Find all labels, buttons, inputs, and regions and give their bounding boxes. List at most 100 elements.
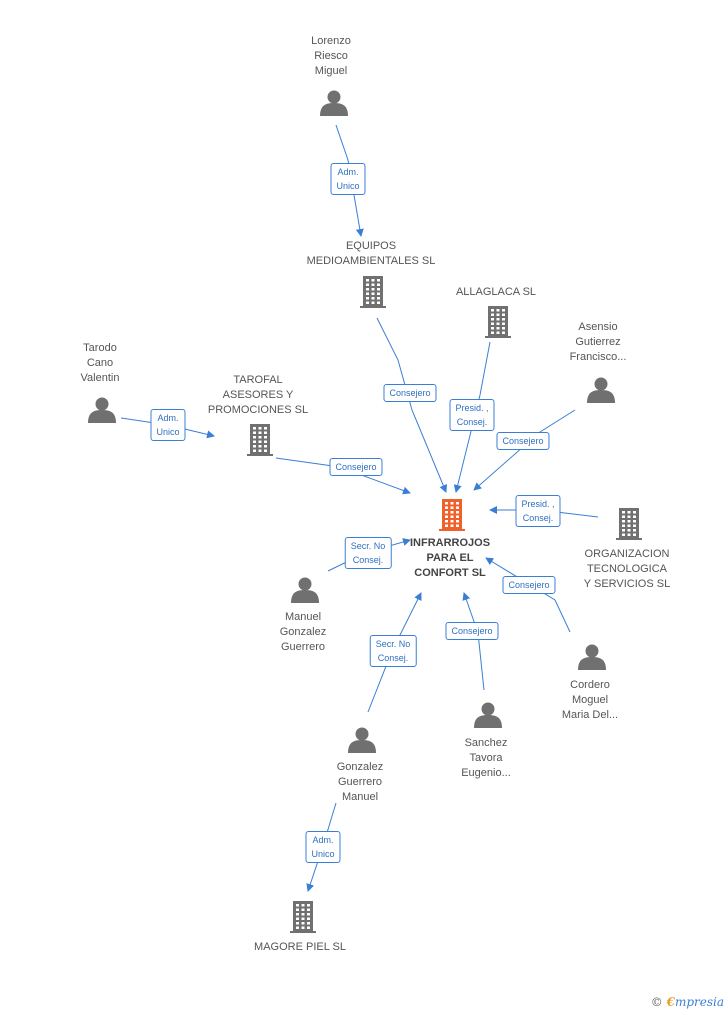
edge-label-line: Consej.: [352, 555, 384, 565]
node-label-tarofal[interactable]: TAROFAL ASESORES Y PROMOCIONES SL: [183, 373, 333, 418]
node-label-line: Asensio: [578, 321, 618, 333]
node-label-line: INFRARROJOS: [409, 537, 491, 549]
node-label-line: Maria Del...: [561, 709, 619, 721]
node-label-line: Y SERVICIOS SL: [583, 578, 671, 590]
node-label-organizacion[interactable]: ORGANIZACION TECNOLOGICA Y SERVICIOS SL: [552, 547, 702, 592]
edge-label-manuel-center[interactable]: Secr. No Consej.: [344, 537, 392, 569]
edge-label-tarodo-tarofal[interactable]: Adm. Unico: [150, 409, 186, 441]
edge-line-equipos-center: [376, 317, 448, 493]
node-icons: [88, 90, 642, 933]
node-label-line: Manuel: [284, 611, 322, 623]
building-icon[interactable]: [439, 499, 465, 531]
node-label-equipos[interactable]: EQUIPOS MEDIOAMBIENTALES SL: [296, 239, 446, 269]
building-icon[interactable]: [360, 276, 386, 308]
node-label-line: TAROFAL: [233, 374, 283, 386]
building-icon[interactable]: [485, 306, 511, 338]
node-label-line: Sanchez: [464, 737, 508, 749]
node-label-allaglaca[interactable]: ALLAGLACA SL: [421, 285, 571, 300]
edge-label-line: Adm.: [337, 167, 359, 177]
edge-label-line: Adm.: [312, 835, 334, 845]
edge-line-cordero-center: [485, 557, 571, 633]
node-label-line: MEDIOAMBIENTALES SL: [306, 255, 436, 267]
node-label-line: Valentin: [80, 372, 120, 384]
edge-label-line: Consejero: [389, 388, 431, 398]
person-icon[interactable]: [88, 397, 116, 424]
edge-label-line: Consejero: [451, 626, 493, 636]
edge-label-gonzalez-magore[interactable]: Adm. Unico: [305, 831, 341, 863]
node-label-line: Riesco: [314, 50, 348, 62]
person-icon[interactable]: [320, 90, 348, 117]
edge-label-line: Unico: [336, 181, 360, 191]
edge-label-lorenzo-equipos[interactable]: Adm. Unico: [330, 163, 366, 195]
node-label-line: Francisco...: [569, 351, 627, 363]
node-label-line: Gutierrez: [575, 336, 621, 348]
copyright-symbol: ©: [650, 995, 663, 1009]
person-icon[interactable]: [474, 702, 502, 729]
edge-label-asensio-center[interactable]: Consejero: [496, 432, 550, 450]
node-label-line: Guerrero: [280, 641, 326, 653]
edge-label-line: Consejero: [335, 462, 377, 472]
edge-label-line: Consejero: [508, 580, 550, 590]
node-label-line: Tarodo: [83, 342, 117, 354]
node-label-line: Tavora: [469, 752, 503, 764]
edge-label-line: Presid. ,: [455, 403, 489, 413]
node-label-magore[interactable]: MAGORE PIEL SL: [225, 940, 375, 955]
edge-label-cordero-center[interactable]: Consejero: [502, 576, 556, 594]
building-icon[interactable]: [616, 508, 642, 540]
edge-label-line: Secr. No: [350, 541, 386, 551]
node-label-line: ORGANIZACION: [584, 548, 670, 560]
node-label-line: Gonzalez: [279, 626, 327, 638]
edge-label-line: Presid. ,: [521, 499, 555, 509]
edge-label-organizacion-center[interactable]: Presid. , Consej.: [515, 495, 561, 527]
edge-label-equipos-center[interactable]: Consejero: [383, 384, 437, 402]
edge-label-tarofal-center[interactable]: Consejero: [329, 458, 383, 476]
edge-label-line: Consejero: [502, 436, 544, 446]
person-icon[interactable]: [291, 577, 319, 604]
edge-line-sanchez-center: [462, 592, 485, 691]
edge-label-line: Consej.: [522, 513, 554, 523]
footer-brand: © €mpresia: [651, 995, 724, 1009]
node-label-line: Moguel: [571, 694, 609, 706]
node-label-center[interactable]: INFRARROJOS PARA EL CONFORT SL: [375, 536, 525, 581]
edge-label-line: Secr. No: [375, 639, 411, 649]
building-icon[interactable]: [290, 901, 316, 933]
node-label-line: Cano: [86, 357, 114, 369]
brand-name: mpresia: [674, 995, 724, 1009]
edge-label-line: Adm.: [157, 413, 179, 423]
node-label-line: ASESORES Y: [222, 389, 294, 401]
edge-label-line: Unico: [311, 849, 335, 859]
person-icon[interactable]: [348, 727, 376, 754]
node-label-line: Guerrero: [337, 776, 383, 788]
node-label-line: PROMOCIONES SL: [207, 404, 309, 416]
node-label-line: Miguel: [314, 65, 348, 77]
node-label-line: Lorenzo: [311, 35, 351, 47]
node-label-line: Gonzalez: [336, 761, 384, 773]
node-label-line: MAGORE PIEL SL: [254, 941, 346, 953]
node-label-line: Manuel: [341, 791, 379, 803]
edge-label-allaglaca-center[interactable]: Presid. , Consej.: [449, 399, 495, 431]
node-label-line: Cordero: [570, 679, 610, 691]
edge-label-sanchez-center[interactable]: Consejero: [445, 622, 499, 640]
edge-label-line: Unico: [156, 427, 180, 437]
person-icon[interactable]: [587, 377, 615, 404]
node-label-line: ALLAGLACA SL: [455, 286, 537, 298]
node-label-line: TECNOLOGICA: [586, 563, 668, 575]
node-label-line: PARA EL: [426, 552, 474, 564]
person-icon[interactable]: [578, 644, 606, 671]
node-label-line: EQUIPOS: [345, 240, 397, 252]
edge-line-lorenzo-equipos: [335, 124, 364, 237]
building-icon[interactable]: [247, 424, 273, 456]
node-label-line: Eugenio...: [461, 767, 511, 779]
edge-label-line: Consej.: [456, 417, 488, 427]
node-label-line: CONFORT SL: [414, 567, 486, 579]
edge-line-allaglaca-center: [453, 341, 491, 493]
